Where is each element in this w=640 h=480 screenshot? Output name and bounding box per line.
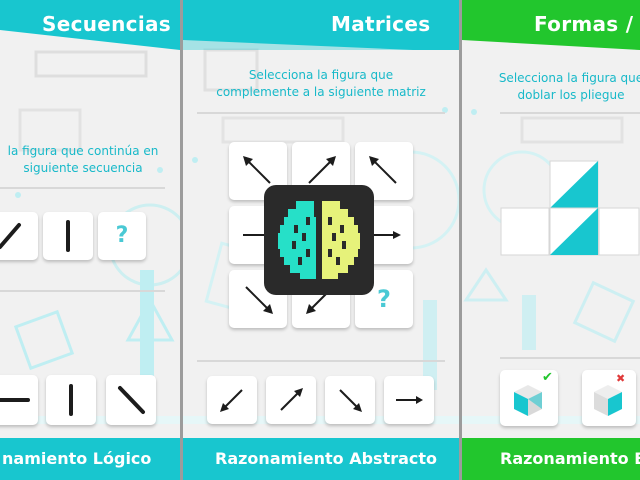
header-banner: Secuencias xyxy=(0,0,180,50)
answer-option[interactable] xyxy=(0,375,38,425)
separator xyxy=(0,290,165,292)
arrow-up-left-icon xyxy=(243,156,271,184)
question-mark-icon: ? xyxy=(377,285,391,313)
arrow-down-left-icon xyxy=(220,389,243,412)
banner-shape xyxy=(462,0,640,50)
instruction-line-1: Selecciona la figura que xyxy=(498,71,640,85)
answer-option[interactable]: ✖ xyxy=(582,370,636,426)
answer-option[interactable] xyxy=(266,376,316,424)
horizontal-line-icon xyxy=(0,398,30,402)
footer-banner: Razonamiento Es xyxy=(462,438,640,480)
footer-label: namiento Lógico xyxy=(2,449,152,468)
arrow-down-right-icon xyxy=(245,286,273,314)
panel-title: Secuencias xyxy=(42,12,171,36)
header-banner: Matrices xyxy=(183,0,459,50)
backslash-line-icon xyxy=(118,386,145,414)
panel-divider xyxy=(459,0,462,480)
separator xyxy=(500,357,640,359)
separator xyxy=(197,360,445,362)
sequences-panel: Secuencias la figura que continúa en sig… xyxy=(0,0,180,480)
panel-divider xyxy=(180,0,183,480)
footer-label: Razonamiento Abstracto xyxy=(215,449,438,468)
header-banner: Formas / F xyxy=(462,0,640,50)
separator xyxy=(0,187,165,189)
instruction-line-2: doblar los pliegue xyxy=(517,88,625,102)
cube-option-icon xyxy=(514,385,542,416)
answer-option[interactable] xyxy=(384,376,434,424)
slash-line-icon xyxy=(0,223,21,249)
answer-option[interactable] xyxy=(207,376,257,424)
shapes-panel: Formas / F Selecciona la figura que dobl… xyxy=(462,0,640,480)
cube-option-icon xyxy=(594,385,622,416)
answer-option[interactable] xyxy=(106,375,156,425)
sequence-tile xyxy=(43,212,93,260)
arrow-up-right-icon xyxy=(280,388,303,411)
instruction-line-1: Selecciona la figura que xyxy=(248,68,394,82)
answer-option[interactable] xyxy=(46,375,96,425)
answer-option[interactable] xyxy=(325,376,375,424)
instruction-text: la figura que continúa en siguiente secu… xyxy=(0,143,168,177)
arrow-down-right-icon xyxy=(339,389,362,412)
instruction-line-2: siguiente secuencia xyxy=(23,161,143,175)
panel-title: Formas / F xyxy=(534,12,640,36)
arrow-up-right-icon xyxy=(308,156,336,184)
vertical-line-icon xyxy=(66,220,70,252)
separator xyxy=(500,112,640,114)
banner-shape xyxy=(183,0,459,50)
footer-banner: Razonamiento Abstracto xyxy=(183,438,459,480)
brain-app-logo-icon xyxy=(264,185,374,295)
footer-label: Razonamiento Es xyxy=(500,449,640,468)
sequence-tile-missing: ? xyxy=(98,212,146,260)
brain-logo-graphic xyxy=(278,201,360,279)
sequence-tile xyxy=(0,212,38,260)
instruction-line-1: la figura que continúa en xyxy=(7,144,159,158)
wrong-cross-icon: ✖ xyxy=(616,372,626,385)
cube-net-figure xyxy=(500,160,640,256)
separator xyxy=(197,112,445,114)
instruction-line-2: complemente a la siguiente matriz xyxy=(216,85,426,99)
vertical-line-icon xyxy=(69,384,73,416)
correct-check-icon: ✔ xyxy=(542,370,553,385)
instruction-text: Selecciona la figura que doblar los plie… xyxy=(482,70,640,104)
answer-option[interactable]: ✔ xyxy=(500,370,558,426)
footer-banner: namiento Lógico xyxy=(0,438,180,480)
panel-title: Matrices xyxy=(331,12,431,36)
arrow-right-icon xyxy=(396,396,423,404)
question-mark-icon: ? xyxy=(115,223,129,248)
banner-shape xyxy=(0,0,180,50)
instruction-text: Selecciona la figura que complemente a l… xyxy=(183,67,459,101)
arrow-up-left-icon xyxy=(369,156,397,184)
